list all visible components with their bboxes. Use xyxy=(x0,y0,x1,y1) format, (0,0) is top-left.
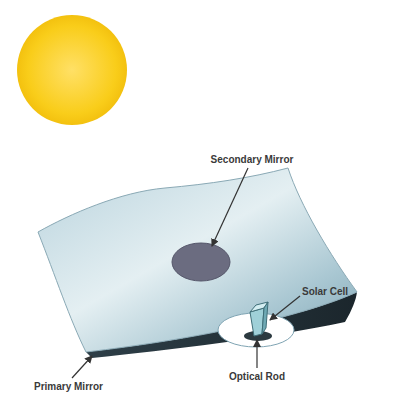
primary-mirror xyxy=(38,168,357,352)
part-label: Secondary Mirror xyxy=(211,154,294,166)
part-label: Solar Cell xyxy=(302,286,348,298)
leader-line xyxy=(270,296,300,320)
leader-line xyxy=(72,356,92,378)
secondary-mirror xyxy=(172,243,230,281)
sun xyxy=(17,15,127,125)
leader-line xyxy=(212,168,248,246)
part-label: Primary Mirror xyxy=(34,381,103,393)
part-label: Optical Rod xyxy=(229,371,285,383)
leader-line xyxy=(256,340,257,368)
optical-rod-side xyxy=(262,302,268,334)
